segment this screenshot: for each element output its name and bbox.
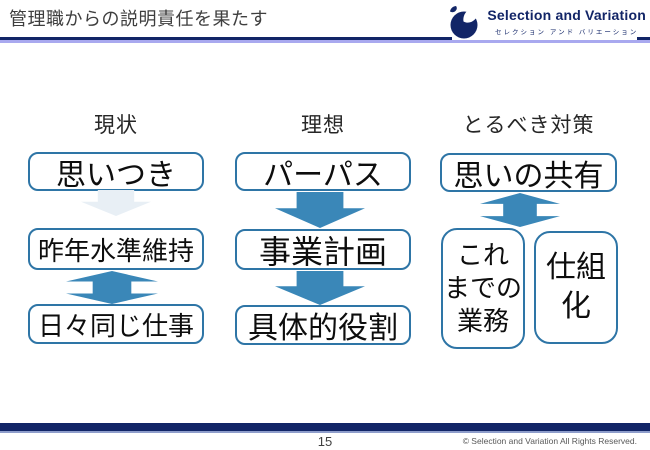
box-same-work-daily: 日々同じ仕事 — [28, 304, 204, 344]
two-way-vertical-arrow-icon — [66, 271, 158, 304]
box-purpose: パーパス — [235, 152, 411, 192]
logo-mark-icon — [450, 5, 481, 39]
logo: Selection and Variation セレクション アンド バリエーシ… — [447, 2, 646, 40]
box-idea-whim: 思いつき — [28, 152, 204, 192]
column-heading-ideal: 理想 — [301, 114, 345, 137]
column-heading-current-state: 現状 — [94, 114, 138, 137]
down-arrow-icon — [275, 271, 365, 305]
two-way-vertical-arrow-icon — [480, 193, 560, 227]
box-concrete-roles: 具体的役割 — [235, 305, 411, 345]
column-heading-measures: とるべき対策 — [462, 114, 595, 137]
logo-text: Selection and Variation セレクション アンド バリエーシ… — [487, 2, 646, 36]
copyright: © Selection and Variation All Rights Res… — [462, 436, 637, 446]
header-divider-light — [0, 40, 650, 43]
faded-down-arrow-icon — [81, 190, 151, 216]
logo-subtitle: セレクション アンド バリエーション — [495, 29, 639, 36]
page-number: 15 — [317, 434, 333, 449]
header-divider-navy — [0, 37, 452, 40]
down-arrow-icon — [275, 192, 365, 228]
header-divider-end-cap — [637, 37, 650, 40]
box-business-plan: 事業計画 — [235, 229, 411, 270]
box-work-until-now: これ までの 業務 — [441, 228, 525, 349]
logo-name: Selection and Variation — [487, 7, 646, 23]
box-maintain-last-year-level: 昨年水準維持 — [28, 228, 204, 270]
slide-title: 管理職からの説明責任を果たす — [9, 9, 268, 29]
footer-bar — [0, 423, 650, 433]
box-share-thoughts: 思いの共有 — [440, 153, 617, 193]
box-systematization: 仕組 化 — [534, 231, 618, 344]
